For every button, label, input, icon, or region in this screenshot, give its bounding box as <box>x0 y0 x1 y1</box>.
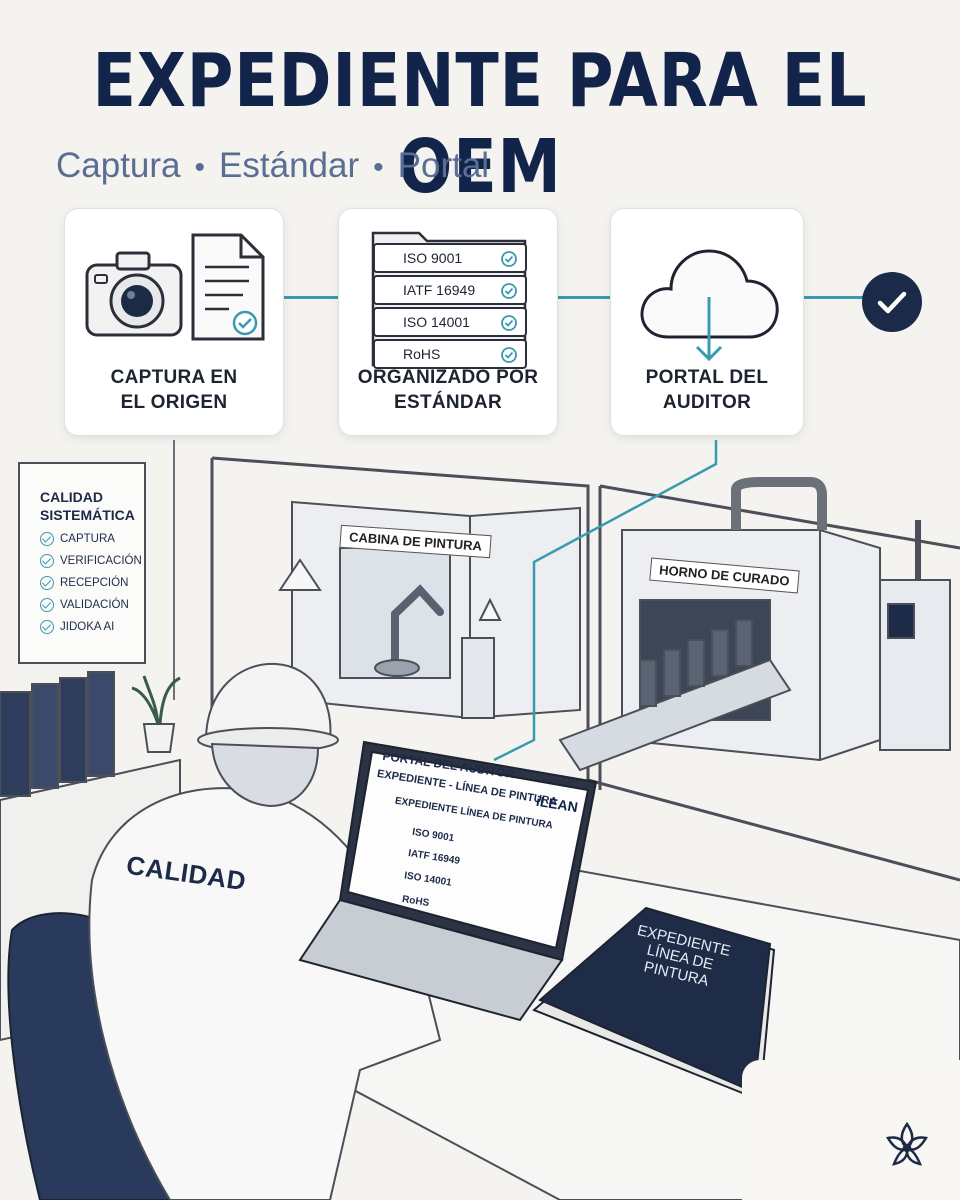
quality-poster: CALIDAD SISTEMÁTICA CAPTURA VERIFICACIÓN… <box>18 462 146 664</box>
poster-item: VERIFICACIÓN <box>40 554 142 568</box>
folder-label: ISO 9001 <box>403 250 463 266</box>
flow-connector <box>804 296 864 299</box>
page-title: EXPEDIENTE PARA EL OEM <box>92 38 868 210</box>
data-line <box>493 440 718 762</box>
check-circle-icon <box>40 532 54 546</box>
step-card-capture: CAPTURA EN EL ORIGEN <box>64 208 284 436</box>
check-circle-icon <box>501 283 517 299</box>
step-label: PORTAL DEL AUDITOR <box>645 367 769 413</box>
subtitle-part-estandar: Estándar <box>219 146 360 185</box>
poster-item-label: RECEPCIÓN <box>60 577 129 589</box>
flow-connector <box>284 296 340 299</box>
step-card-standards: ISO 9001 IATF 16949 ISO 14001 RoHS ORGAN… <box>338 208 558 436</box>
window-frame <box>210 456 960 882</box>
poster-item: RECEPCIÓN <box>40 576 128 590</box>
check-circle-icon <box>40 576 54 590</box>
check-circle-icon <box>501 251 517 267</box>
poster-item: CAPTURA <box>40 532 115 546</box>
binder <box>532 906 776 1102</box>
laptop <box>298 740 598 1022</box>
folder-label: ISO 14001 <box>403 314 470 330</box>
poster-item-label: VERIFICACIÓN <box>60 555 142 567</box>
page-subtitle: Captura • Estándar • Portal <box>56 146 489 186</box>
check-circle-icon <box>40 554 54 568</box>
brand-flower-icon <box>886 1121 928 1166</box>
subtitle-separator: • <box>194 151 206 184</box>
document-check-icon <box>191 233 265 341</box>
poster-item: JIDOKA AI <box>40 620 114 634</box>
folder-list: ISO 9001 IATF 16949 ISO 14001 RoHS <box>373 243 527 369</box>
camera-icon <box>85 251 183 337</box>
step-label: CAPTURA EN EL ORIGEN <box>110 367 238 413</box>
subtitle-part-portal: Portal <box>397 146 490 185</box>
folder-label: RoHS <box>403 346 441 362</box>
folder-item: ISO 14001 <box>373 307 527 337</box>
subtitle-part-captura: Captura <box>56 146 181 185</box>
check-circle-icon <box>501 347 517 363</box>
conveyor <box>558 619 792 772</box>
folder-item: ISO 9001 <box>373 243 527 273</box>
flow-connector <box>558 296 610 299</box>
cloud-download-icon <box>640 249 779 362</box>
folder-item: IATF 16949 <box>373 275 527 305</box>
check-circle-icon <box>501 315 517 331</box>
poster-item-label: CAPTURA <box>60 533 115 545</box>
poster-item-label: JIDOKA AI <box>60 621 115 633</box>
poster-item: VALIDACIÓN <box>40 598 129 612</box>
step-label: ORGANIZADO POR ESTÁNDAR <box>357 367 539 413</box>
folder-label: IATF 16949 <box>403 282 476 298</box>
folder-item: RoHS <box>373 339 527 369</box>
done-badge <box>862 272 922 332</box>
step-card-portal: PORTAL DEL AUDITOR <box>610 208 804 436</box>
poster-title: CALIDAD SISTEMÁTICA <box>40 489 135 523</box>
check-circle-icon <box>40 598 54 612</box>
check-circle-icon <box>40 620 54 634</box>
poster-item-label: VALIDACIÓN <box>60 599 129 611</box>
factory-scene <box>0 440 960 1200</box>
logo-panel <box>742 1060 960 1200</box>
check-icon <box>877 291 907 314</box>
subtitle-separator: • <box>373 151 384 184</box>
